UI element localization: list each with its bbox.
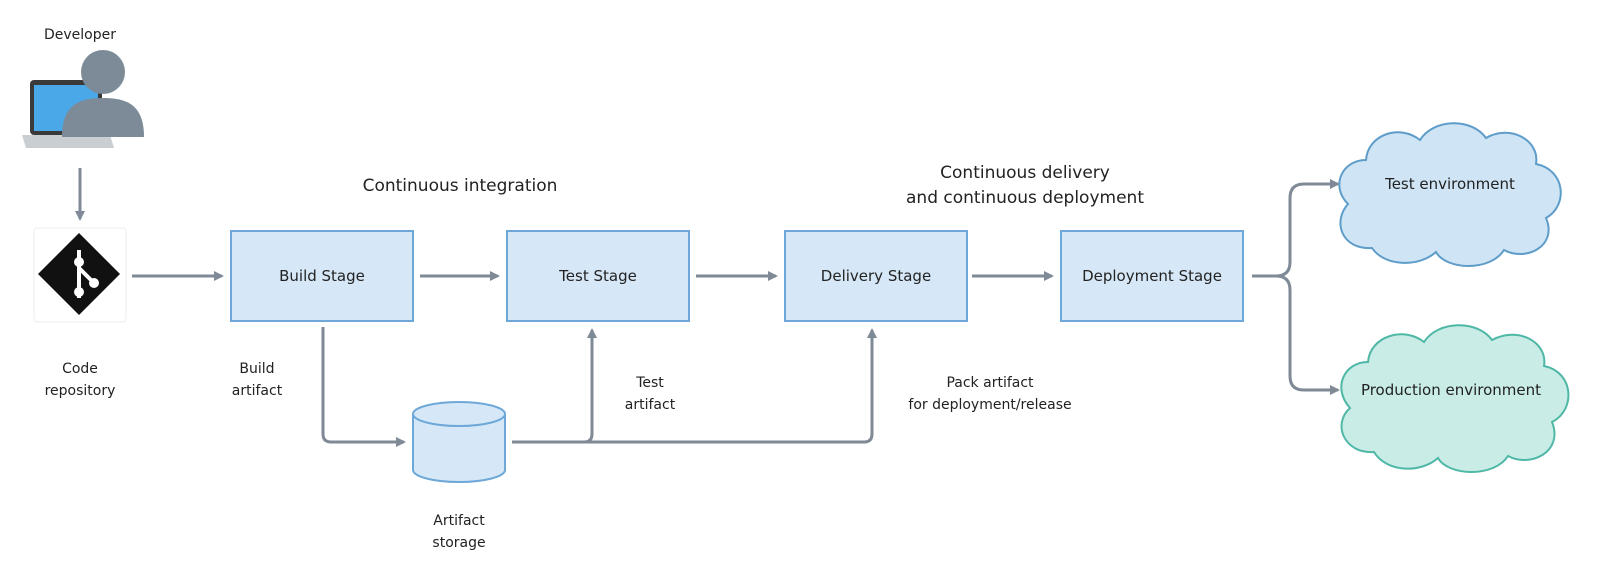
deployment-stage[interactable]: Deployment Stage <box>1060 230 1244 322</box>
test-environment-cloud <box>1338 122 1562 267</box>
git-icon <box>33 227 127 323</box>
artifact-storage-label: Artifact storage <box>432 513 486 551</box>
build-artifact-label: Build artifact <box>231 361 283 399</box>
test-stage[interactable]: Test Stage <box>506 230 690 322</box>
developer-label: Developer <box>43 27 116 43</box>
test-artifact-label: Test artifact <box>624 375 676 413</box>
arrow-storage-to-delivery <box>584 328 877 444</box>
cd-phase-title: Continuous delivery and continuous deplo… <box>906 163 1144 208</box>
production-environment-label: Production environment <box>1360 381 1542 399</box>
arrow-build-to-storage <box>321 327 406 447</box>
ci-phase-title: Continuous integration <box>362 176 558 196</box>
build-stage[interactable]: Build Stage <box>230 230 414 322</box>
repository-label: Code repository <box>44 361 116 399</box>
production-environment-cloud <box>1340 324 1570 473</box>
developer-icon <box>22 50 144 148</box>
pack-artifact-label: Pack artifact for deployment/release <box>908 375 1072 413</box>
test-environment-label: Test environment <box>1385 175 1515 193</box>
database-icon <box>412 401 506 483</box>
connectors <box>75 168 1340 447</box>
arrow-to-test-env <box>1275 179 1340 278</box>
arrow-storage-to-test <box>512 328 597 444</box>
delivery-stage[interactable]: Delivery Stage <box>784 230 968 322</box>
arrow-to-prod-env <box>1275 274 1340 395</box>
